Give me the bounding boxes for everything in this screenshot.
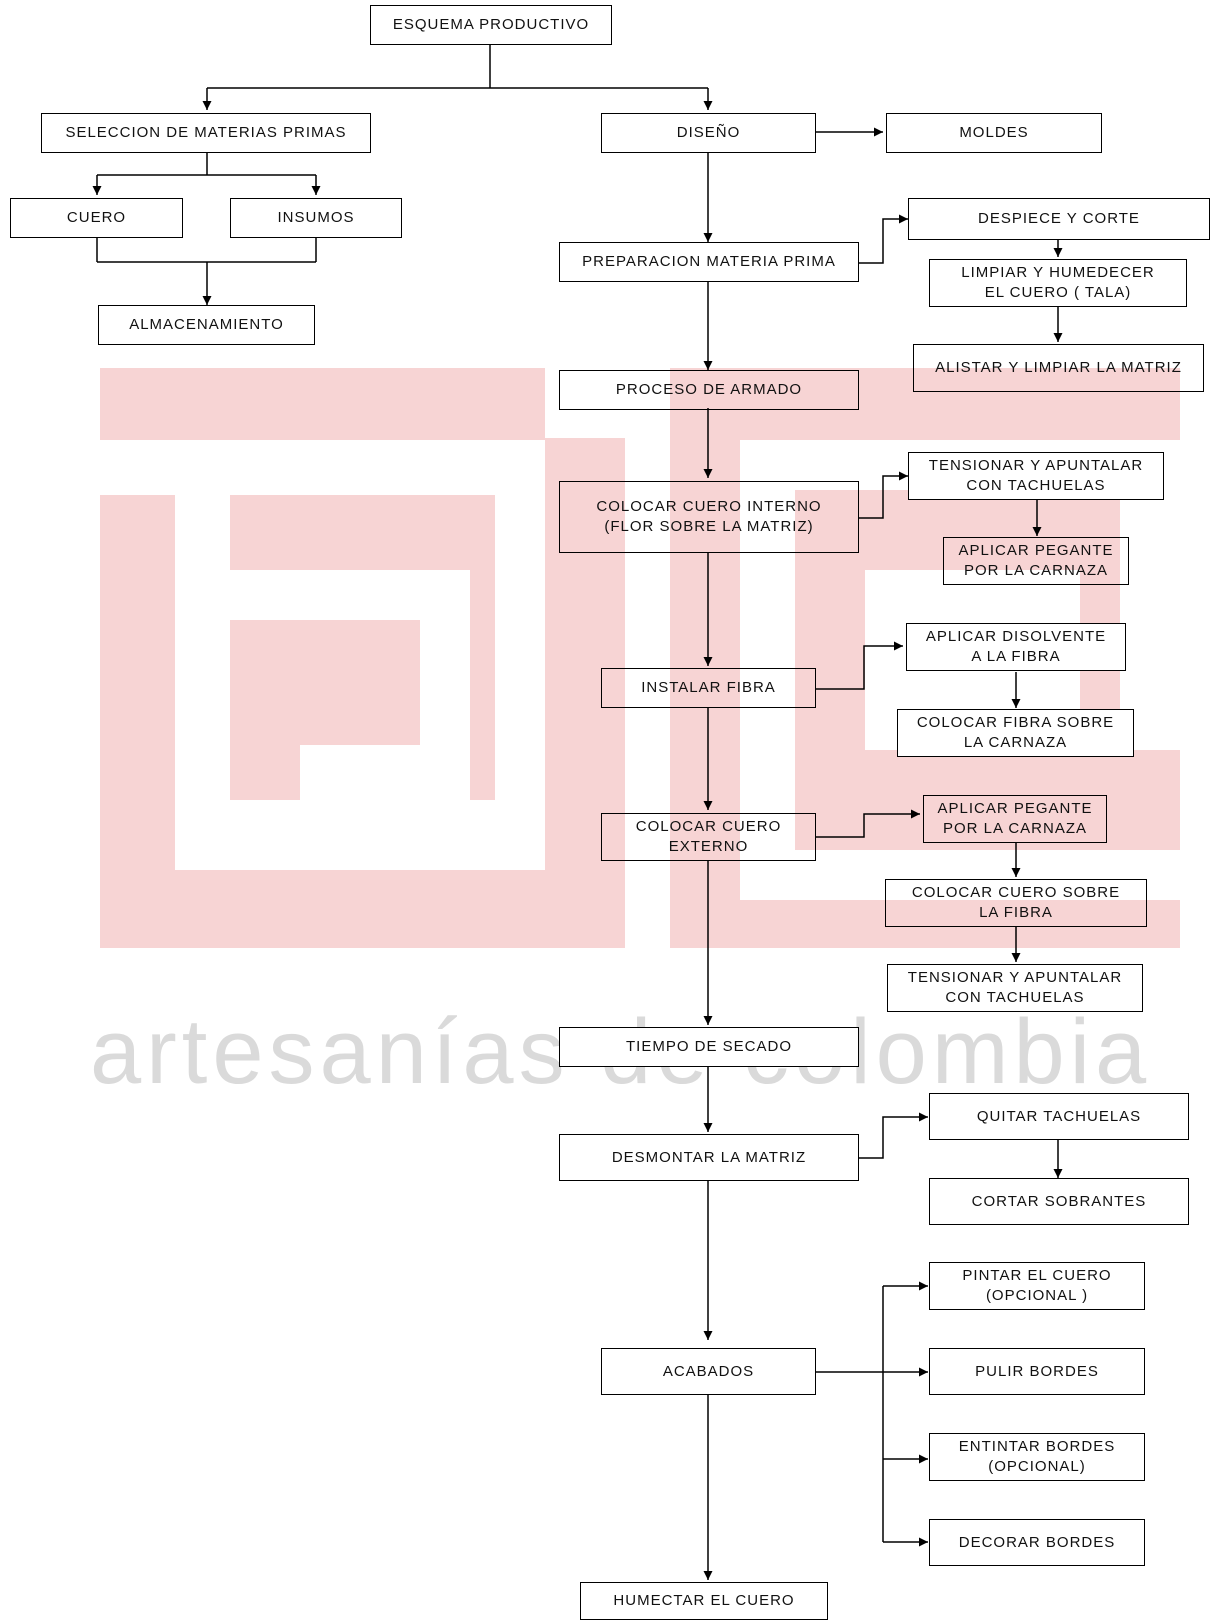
box-colocar-cuero-sobre: COLOCAR CUERO SOBRE LA FIBRA (885, 879, 1147, 927)
box-proceso-de-armado: PROCESO DE ARMADO (559, 370, 859, 410)
box-humectar-el-cuero: HUMECTAR EL CUERO (580, 1582, 828, 1620)
box-limpiar-y-humedecer: LIMPIAR Y HUMEDECER EL CUERO ( TALA) (929, 259, 1187, 307)
box-alistar-matriz: ALISTAR Y LIMPIAR LA MATRIZ (913, 344, 1204, 392)
box-title: ESQUEMA PRODUCTIVO (370, 5, 612, 45)
box-seleccion-materias-primas: SELECCION DE MATERIAS PRIMAS (41, 113, 371, 153)
box-diseno: DISEÑO (601, 113, 816, 153)
box-desmontar-matriz: DESMONTAR LA MATRIZ (559, 1134, 859, 1181)
box-preparacion-materia-prima: PREPARACION MATERIA PRIMA (559, 242, 859, 282)
box-acabados: ACABADOS (601, 1348, 816, 1395)
box-colocar-fibra-sobre: COLOCAR FIBRA SOBRE LA CARNAZA (897, 709, 1134, 757)
box-entintar-bordes: ENTINTAR BORDES (OPCIONAL) (929, 1433, 1145, 1481)
box-pulir-bordes: PULIR BORDES (929, 1348, 1145, 1395)
box-pintar-el-cuero: PINTAR EL CUERO (OPCIONAL ) (929, 1262, 1145, 1310)
box-colocar-cuero-externo: COLOCAR CUERO EXTERNO (601, 813, 816, 861)
box-tiempo-de-secado: TIEMPO DE SECADO (559, 1027, 859, 1067)
box-aplicar-pegante-1: APLICAR PEGANTE POR LA CARNAZA (943, 537, 1129, 585)
box-almacenamiento: ALMACENAMIENTO (98, 305, 315, 345)
box-quitar-tachuelas: QUITAR TACHUELAS (929, 1093, 1189, 1140)
box-colocar-cuero-interno: COLOCAR CUERO INTERNO (FLOR SOBRE LA MAT… (559, 481, 859, 553)
box-instalar-fibra: INSTALAR FIBRA (601, 668, 816, 708)
box-cortar-sobrantes: CORTAR SOBRANTES (929, 1178, 1189, 1225)
box-moldes: MOLDES (886, 113, 1102, 153)
box-cuero: CUERO (10, 198, 183, 238)
box-aplicar-disolvente: APLICAR DISOLVENTE A LA FIBRA (906, 623, 1126, 671)
box-despiece-y-corte: DESPIECE Y CORTE (908, 198, 1210, 240)
box-decorar-bordes: DECORAR BORDES (929, 1519, 1145, 1566)
box-tensionar-apuntalar-1: TENSIONAR Y APUNTALAR CON TACHUELAS (908, 452, 1164, 500)
box-aplicar-pegante-2: APLICAR PEGANTE POR LA CARNAZA (923, 795, 1107, 843)
box-tensionar-apuntalar-2: TENSIONAR Y APUNTALAR CON TACHUELAS (887, 964, 1143, 1012)
box-insumos: INSUMOS (230, 198, 402, 238)
